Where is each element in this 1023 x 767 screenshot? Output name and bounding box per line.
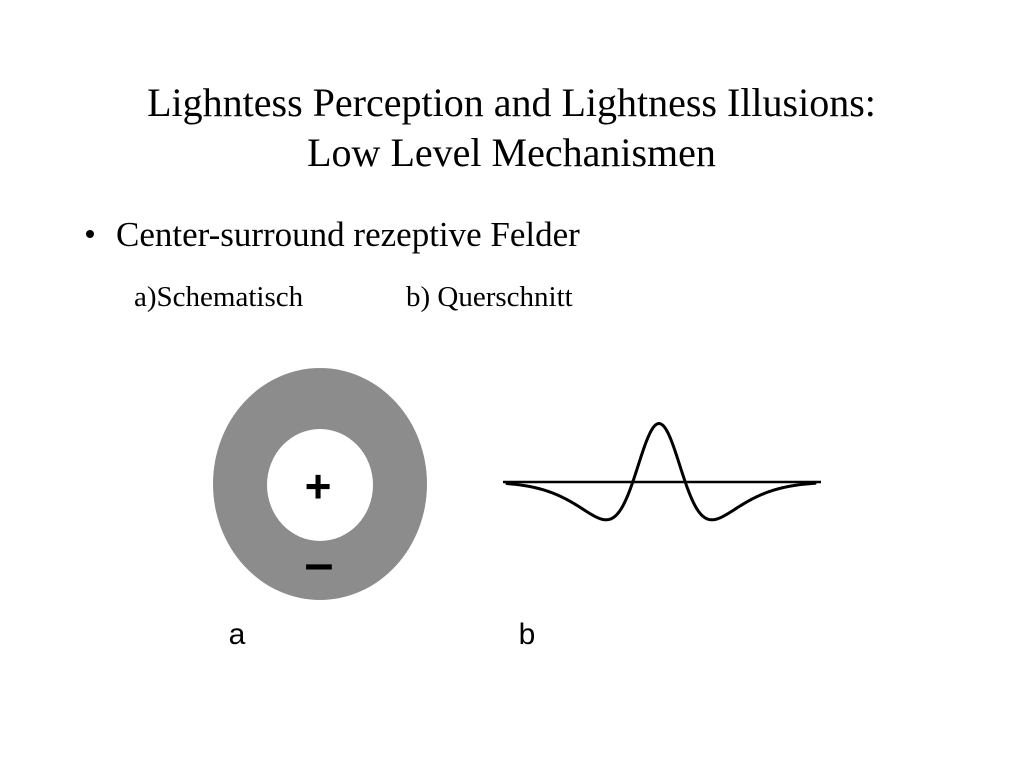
title-line-1: Lighntess Perception and Lightness Illus… — [147, 80, 876, 125]
sub-label-b: b) Querschnitt — [406, 281, 573, 313]
bullet-dot-icon — [86, 229, 94, 238]
panel-label-a: a — [229, 618, 246, 651]
slide-title: Lighntess Perception and Lightness Illus… — [0, 78, 1023, 178]
panel-b-cross-section: b — [503, 422, 821, 651]
center-disc — [267, 429, 373, 541]
sub-label-a: a)Schematisch — [134, 281, 304, 313]
panel-a-schematic: + – a — [213, 368, 427, 651]
bullet-text: Center-surround rezeptive Felder — [116, 215, 580, 254]
plus-sign: + — [305, 460, 332, 512]
panel-label-b: b — [519, 618, 536, 651]
bullet-item: Center-surround rezeptive Felder — [86, 212, 580, 258]
mexican-hat-curve — [505, 422, 817, 522]
minus-sign: – — [305, 535, 334, 593]
title-line-2: Low Level Mechanismen — [307, 130, 716, 175]
